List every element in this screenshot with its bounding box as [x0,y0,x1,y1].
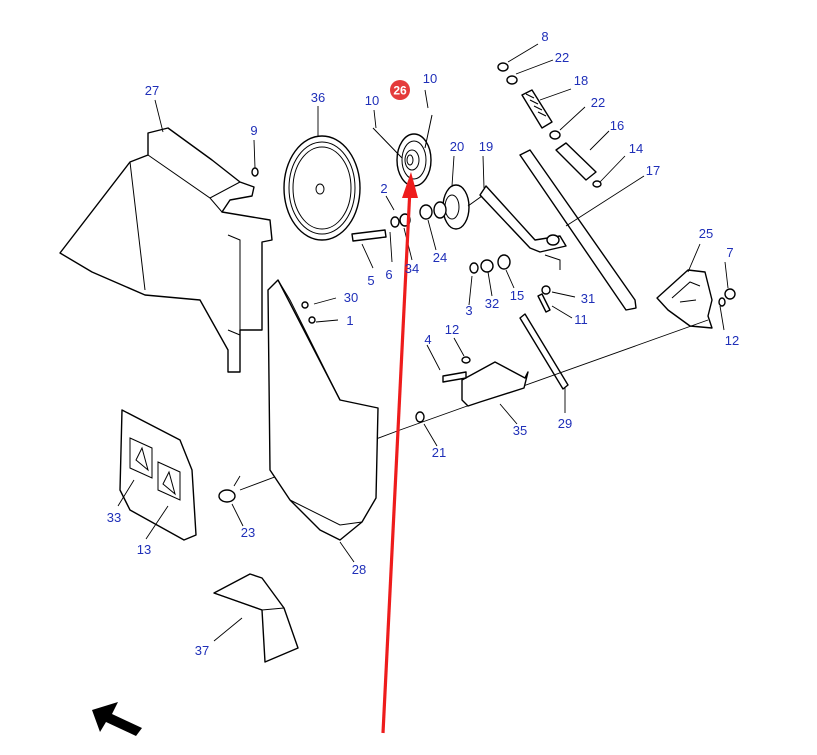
part-small-pulley [433,184,470,230]
callout-label: 3 [465,303,472,318]
callout-label: 4 [424,332,431,347]
callout-label: 9 [250,123,257,138]
callout-label: 10 [423,71,437,86]
callout-label: 23 [241,525,255,540]
callout-label: 21 [432,445,446,460]
callout-label: 31 [581,291,595,306]
callout-label: 28 [352,562,366,577]
callout-label: 34 [405,261,419,276]
callout-label: 10 [365,93,379,108]
callout-label: 16 [610,118,624,133]
callout-label: 32 [485,296,499,311]
callout-label: 12 [725,333,739,348]
callout-label: 24 [433,250,447,265]
callout-label: 19 [479,139,493,154]
callout-label: 22 [591,95,605,110]
callout-label: 12 [445,322,459,337]
part-plate [461,361,529,407]
callout-label: 29 [558,416,572,431]
callout-label: 15 [510,288,524,303]
part-lower-shield [267,279,379,541]
callout-label: 6 [385,267,392,282]
part-spring-assembly [497,62,561,140]
highlight-arrow [381,172,418,734]
part-decal-panel [119,409,197,541]
part-hinge [656,269,736,329]
callout-label: 8 [541,29,548,44]
callout-label: 37 [195,643,209,658]
callout-label: 35 [513,423,527,438]
callout-label: 27 [145,83,159,98]
callout-label: 17 [646,163,660,178]
callout-label: 25 [699,226,713,241]
callout-label: 2 [380,181,387,196]
part-bracket [555,142,602,188]
highlight-badge [390,80,410,100]
callout-label: 5 [367,273,374,288]
leader-lines [117,43,729,642]
callout-label: 22 [555,50,569,65]
callout-label: 30 [344,290,358,305]
callout-label: 36 [311,90,325,105]
part-drive-pulley [372,114,433,187]
callout-label: 11 [574,312,588,327]
callout-label: 1 [346,313,353,328]
part-mount-bracket [213,573,299,663]
callout-label: 33 [107,510,121,525]
callout-label: 13 [137,542,151,557]
highlight-label: 26 [393,84,407,98]
callout-label: 18 [574,73,588,88]
direction-arrow [92,702,142,736]
part-tension-arm [467,149,637,311]
part-upper-cover [59,127,273,373]
callout-label: 7 [726,245,733,260]
callout-label: 20 [450,139,464,154]
callout-label: 14 [629,141,643,156]
part-large-pulley [283,135,361,241]
callout-26-highlight: 26 [390,80,410,100]
